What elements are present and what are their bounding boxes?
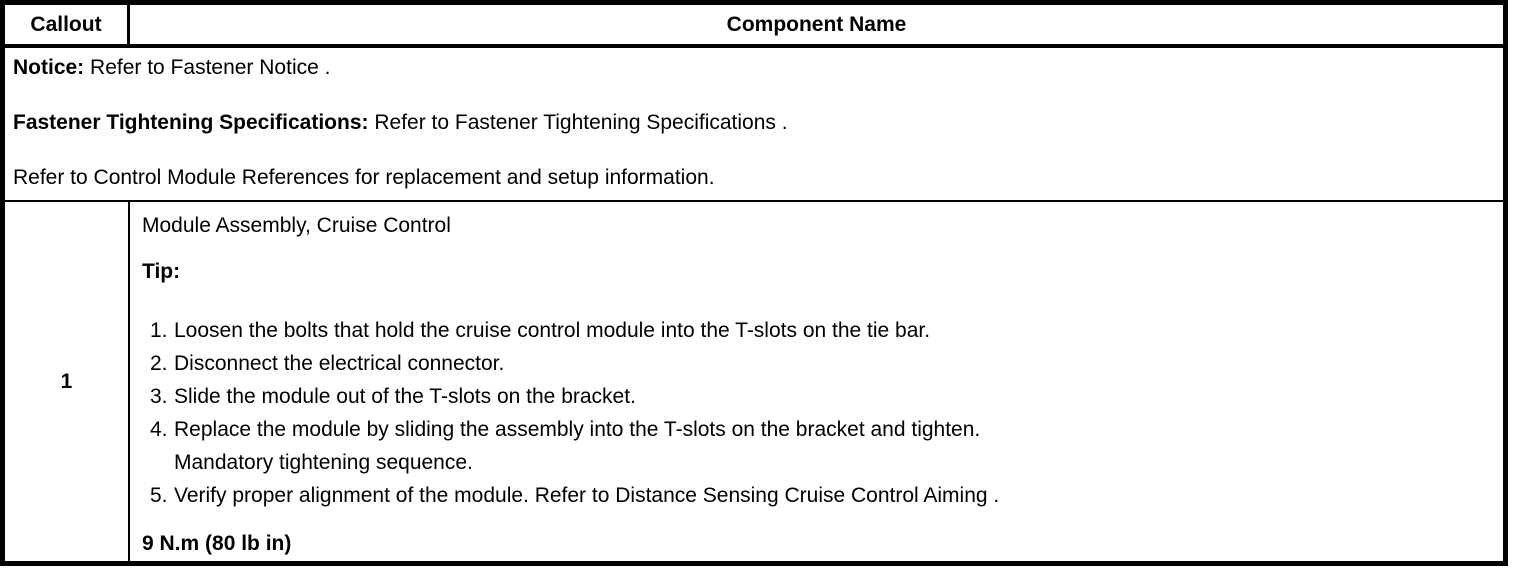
tightening-specs-line: Fastener Tightening Specifications: Refe…	[13, 111, 1493, 135]
notice-label: Notice:	[13, 56, 85, 79]
step-text: Verify proper alignment of the module. R…	[174, 484, 1000, 507]
tip-label: Tip:	[142, 260, 181, 283]
step-item-2: 2. Disconnect the electrical connector.	[150, 347, 1489, 380]
tightening-specs-label: Fastener Tightening Specifications:	[13, 111, 369, 134]
control-module-references-line: Refer to Control Module References for r…	[13, 166, 1493, 190]
step-number: 3.	[150, 385, 168, 408]
table-header-row: Callout Component Name	[5, 5, 1503, 48]
torque-spec: 9 N.m (80 lb in)	[142, 532, 292, 555]
step-text: Slide the module out of the T-slots on t…	[174, 385, 636, 408]
step-item-3: 3. Slide the module out of the T-slots o…	[150, 380, 1489, 413]
component-row: 1 Module Assembly, Cruise Control Tip: 1…	[5, 202, 1503, 561]
component-name-column-header: Component Name	[726, 12, 907, 36]
tip-steps-list: 1. Loosen the bolts that hold the cruise…	[142, 314, 1489, 512]
step-number: 4.	[150, 418, 168, 441]
step-number: 2.	[150, 352, 168, 375]
step-item-1: 1. Loosen the bolts that hold the cruise…	[150, 314, 1489, 347]
step-text: Replace the module by sliding the assemb…	[174, 418, 981, 474]
fastener-notice-line: Notice: Refer to Fastener Notice .	[13, 56, 1493, 80]
callout-number: 1	[5, 202, 130, 561]
component-cell: Module Assembly, Cruise Control Tip: 1. …	[130, 202, 1503, 561]
control-module-references-text: Refer to Control Module References for r…	[13, 166, 715, 189]
step-text: Loosen the bolts that hold the cruise co…	[174, 319, 931, 342]
step-number: 5.	[150, 484, 168, 507]
notice-row: Notice: Refer to Fastener Notice . Faste…	[5, 48, 1503, 202]
step-number: 1.	[150, 319, 168, 342]
component-name: Module Assembly, Cruise Control	[142, 214, 451, 237]
component-callout-table: Callout Component Name Notice: Refer to …	[0, 0, 1508, 566]
tightening-specs-text: Refer to Fastener Tightening Specificati…	[368, 111, 788, 134]
step-item-4: 4. Replace the module by sliding the ass…	[150, 413, 1489, 479]
notice-text: Refer to Fastener Notice .	[84, 56, 331, 79]
step-text: Disconnect the electrical connector.	[174, 352, 505, 375]
step-item-5: 5. Verify proper alignment of the module…	[150, 479, 1489, 512]
callout-column-header: Callout	[5, 5, 130, 44]
